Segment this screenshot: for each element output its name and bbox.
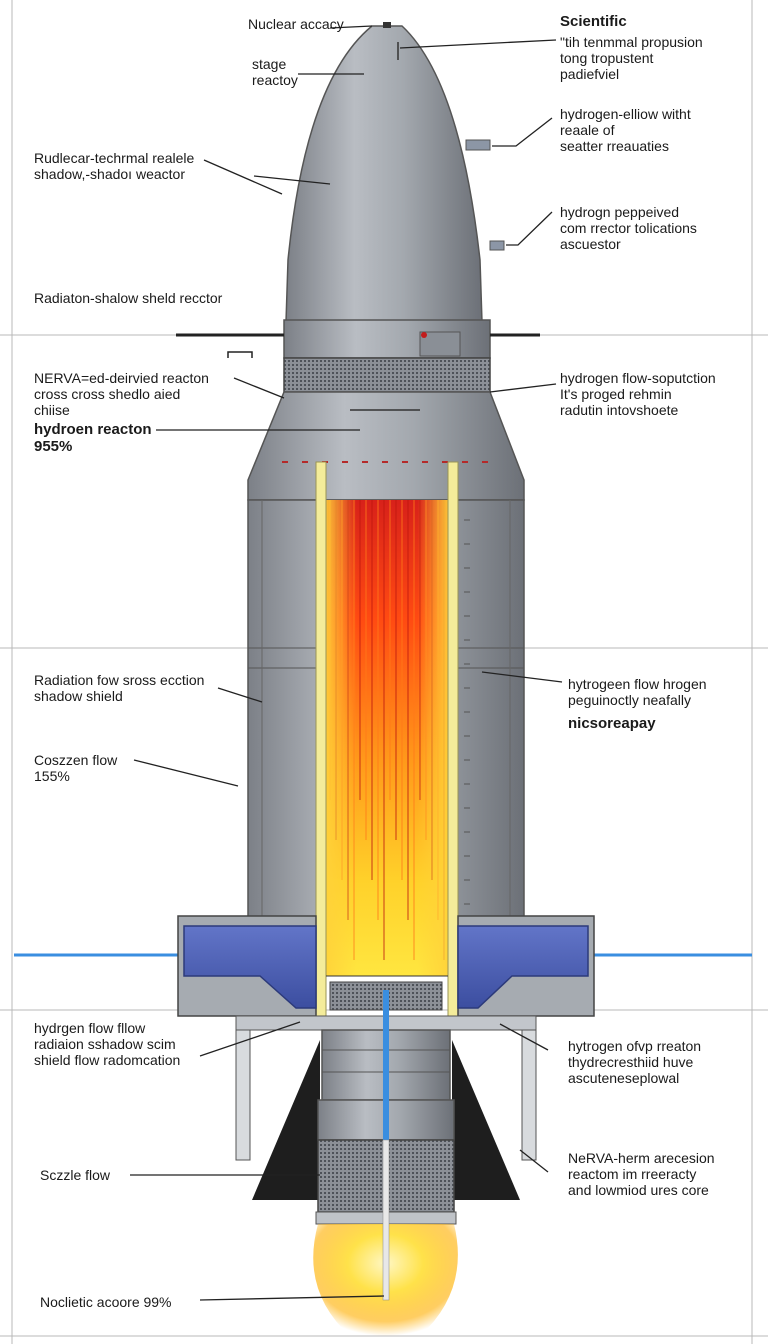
coolant-line [382,990,390,1301]
label-nerva-derived: NERVA=ed-deirvied reacton cross cross sh… [34,370,209,418]
nose-cone [285,22,483,323]
label-propulsion: "tih tenmmal propusion tong tropustent p… [560,34,703,82]
upper-collar [176,319,540,393]
label-hydroen-reacton: hydroen reacton 955% [34,421,152,455]
label-coszzen-flow: Coszzen flow 155% [34,752,118,784]
label-hydrogen-flow-hrogen: hytrogeen flow hrogen peguinoctly neafal… [568,676,707,708]
label-hydrogen-flow-soplution: hydrogen flow-soputction It's proged reh… [560,370,716,418]
label-noclietic: Noclietic acoore 99% [40,1294,172,1310]
label-nuclear-accacy: Nuclear accacy [248,16,344,32]
label-hydrogn-pepp: hydrogn peppeived com rrector tolication… [560,204,697,252]
label-nicsoreapay: nicsoreapay [568,715,656,732]
label-hydrgen-flow-flow: hydrgen flow fllow radiaion sshadow scim… [34,1020,181,1068]
label-hydrogen-ellow: hydrogen-elliow witht reaale of seatter … [560,106,691,154]
coolant-band [14,915,752,1017]
label-nerva-herm: NeRVA-herm arecesion reactom im rreeract… [568,1150,715,1198]
label-stage-reactoy: stage reactoy [252,56,298,88]
label-sczzle-flow: Sczzle flow [40,1167,111,1183]
label-scientific: Scientific [560,13,627,30]
label-rudlear: Rudlecar-techrmal realele shadow,-shadoı… [34,150,195,182]
label-hytrogen-ofvp: hytrogen ofvp rreaton thydrecresthiid hu… [568,1038,702,1086]
reactor-core [315,461,459,1023]
markers [465,139,505,251]
label-radiation-flow: Radiation fow sross ecction shadow shiel… [34,672,205,704]
leader-lines [130,25,563,1301]
shoulder [247,391,525,501]
label-radiation-shadow: Radiaton-shalow sheld recctor [34,290,223,306]
